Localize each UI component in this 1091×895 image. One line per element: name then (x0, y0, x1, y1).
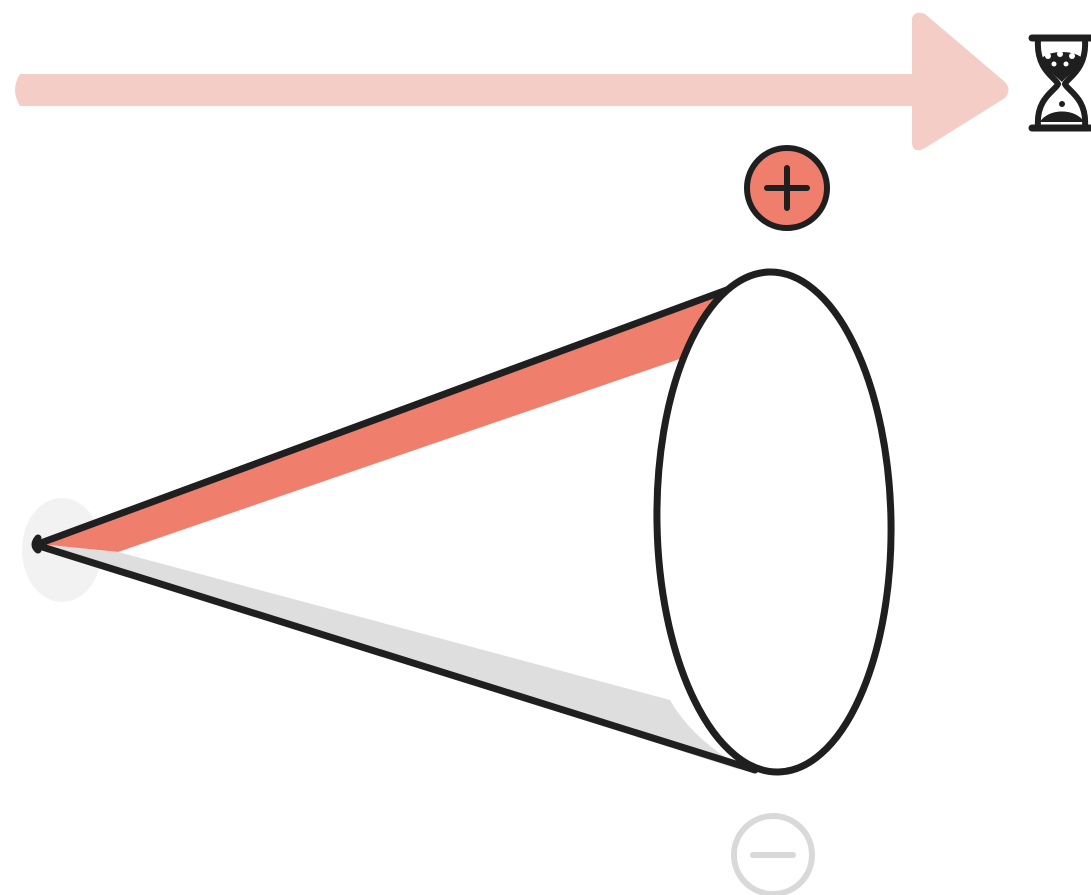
hourglass-icon (1032, 38, 1090, 128)
time-arrow-head (912, 13, 1009, 151)
cone (22, 270, 895, 774)
time-arrow (15, 13, 1009, 151)
cone-opening (653, 270, 896, 774)
plus-circle-icon (747, 148, 827, 228)
minus-circle-icon (734, 816, 812, 894)
cone-lower-edge (36, 545, 755, 770)
time-arrow-shaft (15, 74, 920, 106)
